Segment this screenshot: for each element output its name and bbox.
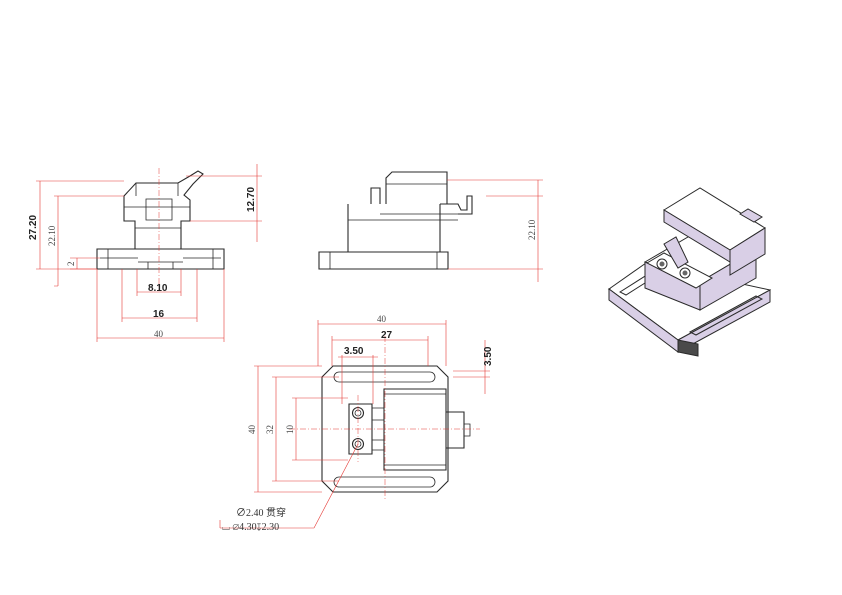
front-top-height-label: 12.70 (246, 187, 257, 212)
top-view: 40 27 3.50 3.50 40 32 10 ∅2.40 贯穿 ⌴ ∅4.3… (219, 314, 494, 533)
front-view: 27.20 22.10 2 12.70 8.10 16 40 (28, 164, 262, 342)
front-overall-width-label: 40 (154, 329, 164, 339)
top-block-width-label: 27 (381, 330, 393, 341)
front-slot-width-label: 8.10 (148, 283, 168, 294)
front-tab-width-label: 16 (153, 309, 165, 320)
top-hole-offset-label: 3.50 (344, 346, 364, 357)
front-body-height-label: 22.10 (47, 225, 57, 246)
front-overall-height-label: 27.20 (28, 215, 39, 240)
side-body-height-label: 22.10 (527, 219, 537, 240)
top-overall-width-label: 40 (377, 314, 387, 324)
front-base-thickness-label: 2 (66, 262, 76, 267)
hole-note-through: ∅2.40 贯穿 (236, 506, 286, 519)
hole-note-counterbore: ⌴ ∅4.30↧2.30 (222, 522, 279, 533)
side-view: 22.10 (318, 171, 543, 282)
top-edge-offset-label: 3.50 (483, 346, 494, 366)
top-overall-depth-label: 40 (247, 425, 257, 435)
top-slot-spacing-label: 32 (265, 425, 275, 434)
isometric-view (607, 187, 772, 357)
top-hole-spacing-label: 10 (285, 425, 295, 435)
